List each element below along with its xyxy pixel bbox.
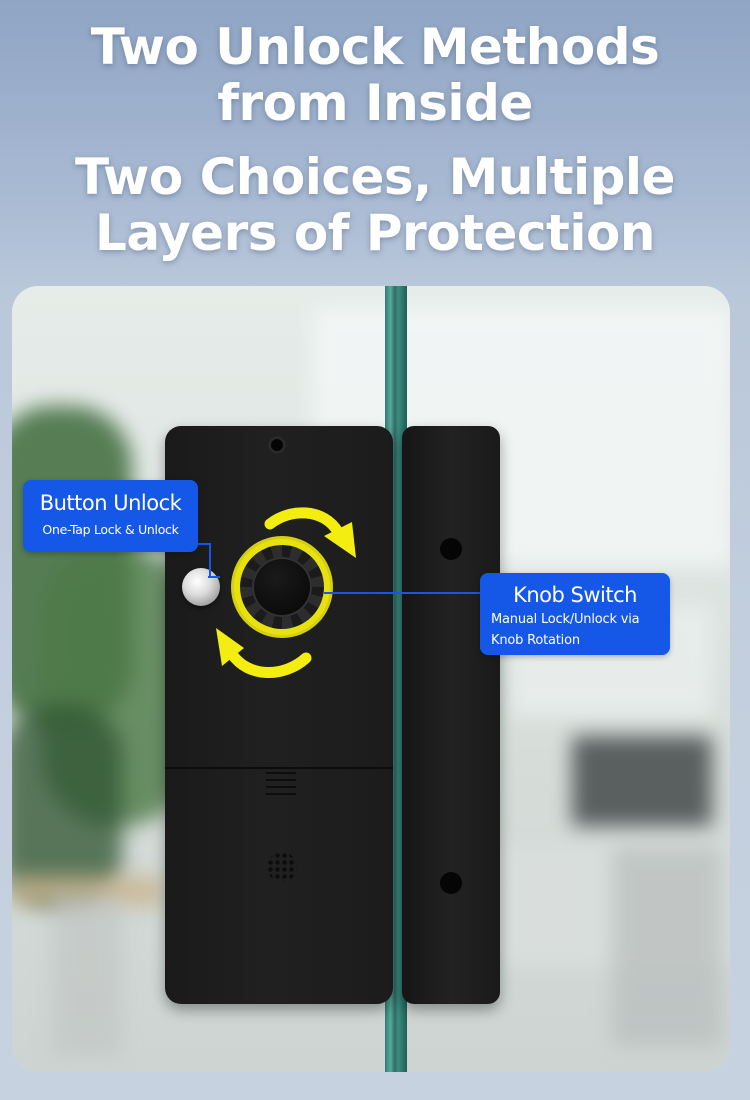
background-plant: [12, 706, 122, 906]
rotation-arrows-icon: [216, 507, 356, 678]
unlock-push-button[interactable]: [182, 568, 220, 606]
background-pot: [52, 896, 122, 1056]
callout-connector: [208, 576, 220, 578]
subheadline-line1: Two Choices, Multiple: [75, 148, 675, 206]
callout-title: Button Unlock: [39, 491, 182, 515]
callout-connector: [209, 543, 211, 577]
background-chair: [612, 846, 722, 1046]
strike-screw-hole: [440, 872, 462, 894]
background-monitor: [572, 736, 712, 826]
strike-screw-hole: [440, 538, 462, 560]
callout-description-line2: Knob Rotation: [491, 633, 580, 648]
knob-switch-callout: Knob Switch Manual Lock/Unlock via Knob …: [480, 573, 670, 655]
headline-line1: Two Unlock Methods: [90, 18, 660, 76]
callout-connector: [198, 543, 210, 545]
callout-description-line1: Manual Lock/Unlock via: [491, 612, 640, 627]
callout-title: Knob Switch: [513, 583, 637, 607]
subheadline-line2: Layers of Protection: [95, 204, 656, 262]
headline-line2: from Inside: [217, 74, 533, 132]
speaker-grille: [267, 852, 297, 882]
button-unlock-callout: Button Unlock One-Tap Lock & Unlock: [23, 480, 198, 552]
callout-connector: [324, 592, 480, 594]
lock-cover-seam: [165, 767, 393, 769]
battery-cover-grip: [266, 772, 296, 808]
product-scene: Button Unlock One-Tap Lock & Unlock Knob…: [12, 286, 730, 1072]
screw-hole: [268, 436, 286, 454]
callout-subtitle: One-Tap Lock & Unlock: [42, 522, 179, 537]
knob-center: [252, 557, 312, 617]
strike-plate: [402, 426, 500, 1004]
